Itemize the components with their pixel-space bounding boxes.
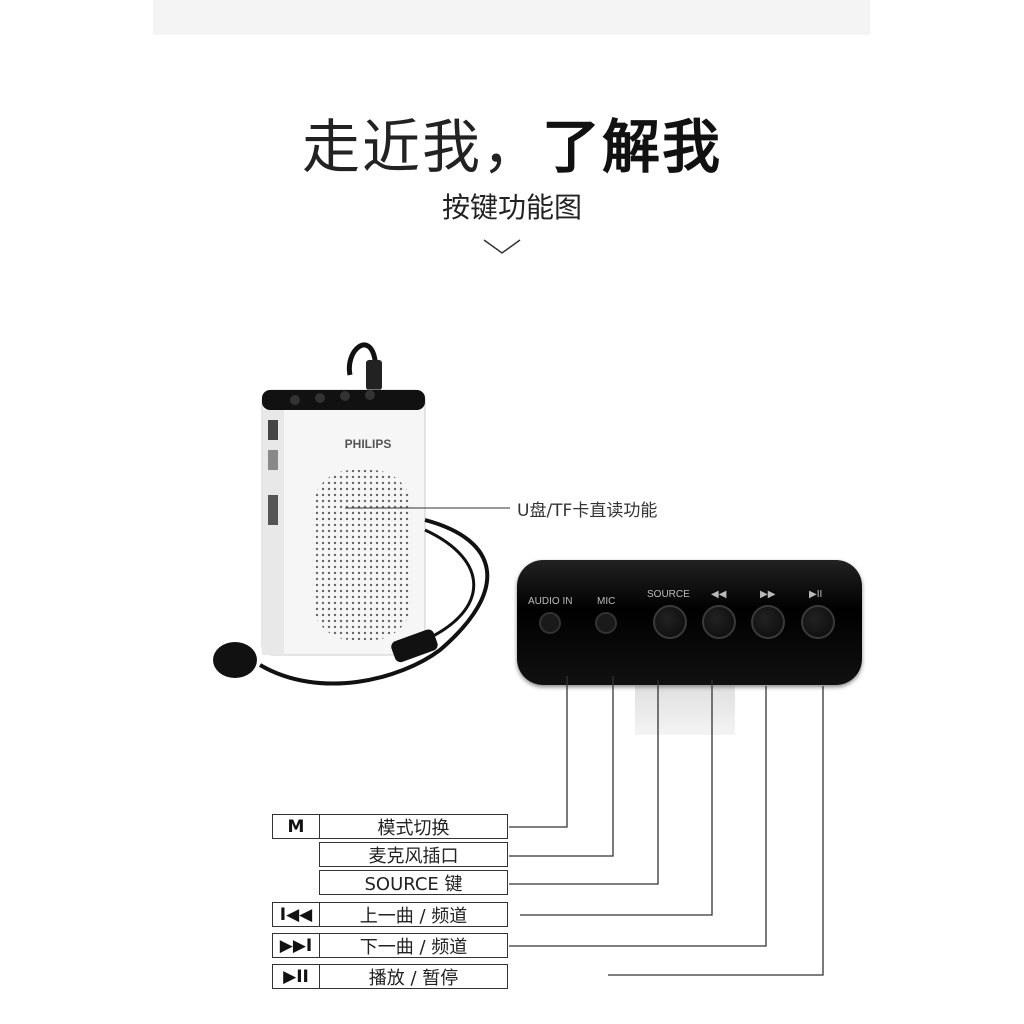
prev-button[interactable] — [702, 605, 736, 639]
usb-tf-callout: U盘/TF卡直读功能 — [517, 501, 658, 521]
brand-logo: PHILIPS — [345, 437, 392, 451]
next-button[interactable] — [751, 605, 785, 639]
legend-label: 下一曲 / 频道 — [320, 933, 508, 958]
legend-row-source: SOURCE 键 — [319, 870, 508, 895]
label-audio-in: AUDIO IN — [528, 596, 573, 607]
next-track-icon: ▶▶I — [272, 933, 320, 958]
legend-label: 播放 / 暂停 — [320, 964, 508, 989]
play-pause-icon: ▶II — [272, 964, 320, 989]
device-stand — [635, 680, 735, 735]
top-banner-strip — [153, 0, 870, 35]
source-button[interactable] — [653, 605, 687, 639]
legend-row-mic: 麦克风插口 — [319, 842, 508, 867]
label-prev: ◀◀ — [711, 589, 727, 600]
title-bold: 了解我 — [542, 113, 723, 181]
page-title: 走近我，了解我 — [0, 100, 1024, 184]
label-play-pause: ▶II — [809, 589, 823, 600]
legend-row-prev: I◀◀上一曲 / 频道 — [272, 902, 508, 927]
mic-jack[interactable] — [595, 612, 617, 634]
audio-in-jack[interactable] — [539, 612, 561, 634]
play-pause-button[interactable] — [801, 605, 835, 639]
control-panel: AUDIO IN MIC SOURCE ◀◀ ▶▶ ▶II — [517, 560, 862, 685]
previous-track-icon: I◀◀ — [272, 902, 320, 927]
title-light: 走近我， — [301, 113, 542, 181]
label-mic: MIC — [597, 596, 616, 607]
speaker-device-illustration: PHILIPS — [213, 342, 510, 686]
label-next: ▶▶ — [760, 589, 776, 600]
mode-icon: M — [272, 814, 320, 839]
legend-label: 上一曲 / 频道 — [320, 902, 508, 927]
subtitle: 按键功能图 — [441, 191, 582, 224]
legend-label: SOURCE 键 — [319, 870, 508, 895]
chevron-down-icon — [483, 239, 521, 254]
legend-label: 模式切换 — [320, 814, 508, 839]
label-source: SOURCE — [647, 589, 690, 600]
legend-label: 麦克风插口 — [319, 842, 508, 867]
